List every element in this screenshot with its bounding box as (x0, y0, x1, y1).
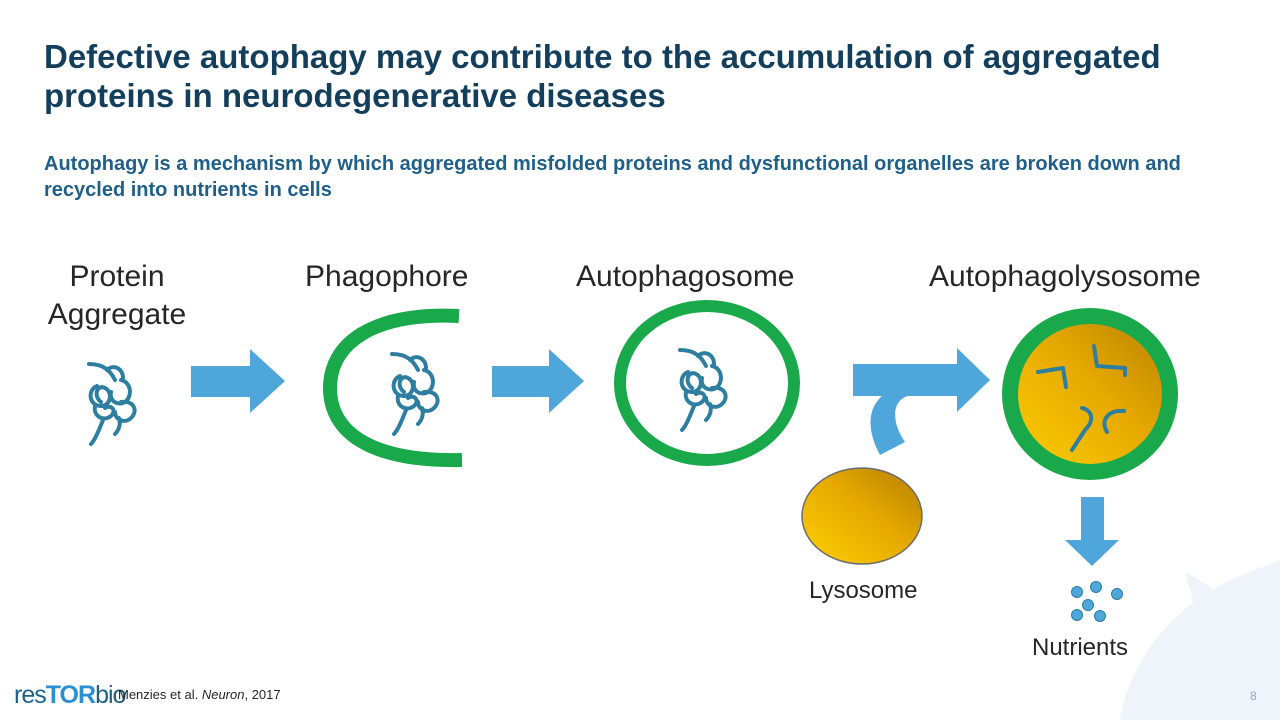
background-swoosh-decoration (1120, 560, 1280, 720)
autophagosome-cargo-illustration (678, 348, 728, 432)
autophagolysosome-label: Autophagolysosome (929, 260, 1201, 293)
phagophore-cargo-illustration (390, 352, 440, 436)
arrow-phagophore-to-autophagosome (492, 349, 584, 413)
citation-year: , 2017 (244, 687, 281, 702)
digested-fragments-illustration (1036, 344, 1127, 452)
restorbio-logo: resTORbio (14, 680, 126, 710)
citation-journal: Neuron (201, 687, 245, 702)
protein-aggregate-label: Protein Aggregate (47, 260, 187, 331)
protein-aggregate-illustration (87, 362, 137, 446)
autophagosome-membrane (614, 300, 800, 466)
citation-authors: Menzies et al. (118, 687, 202, 702)
lysosome-label: Lysosome (809, 577, 918, 604)
arrow-down-to-nutrients (1065, 497, 1119, 566)
page-number: 8 (1250, 689, 1257, 703)
page-title: Defective autophagy may contribute to th… (44, 38, 1161, 114)
nutrients-label: Nutrients (1032, 634, 1129, 661)
arrow-aggregate-to-phagophore (191, 349, 285, 413)
lysosome-body (801, 467, 923, 565)
citation: Menzies et al. Neuron, 2017 (118, 687, 281, 703)
logo-text-res: res (14, 681, 47, 709)
phagophore-membrane (322, 308, 463, 468)
autophagosome-label: Autophagosome (576, 260, 795, 293)
nutrient-particles-illustration (1071, 581, 1123, 622)
logo-text-tor: TOR (45, 681, 96, 709)
arrow-merge-to-autophagolysosome (853, 348, 990, 455)
phagophore-label: Phagophore (305, 260, 469, 293)
logo-text-bio: bio (95, 681, 126, 709)
autophagolysosome-membrane (1002, 308, 1178, 480)
page-subtitle: Autophagy is a mechanism by which aggreg… (44, 153, 1181, 201)
background-swoosh-arrow-decoration (1185, 572, 1232, 628)
